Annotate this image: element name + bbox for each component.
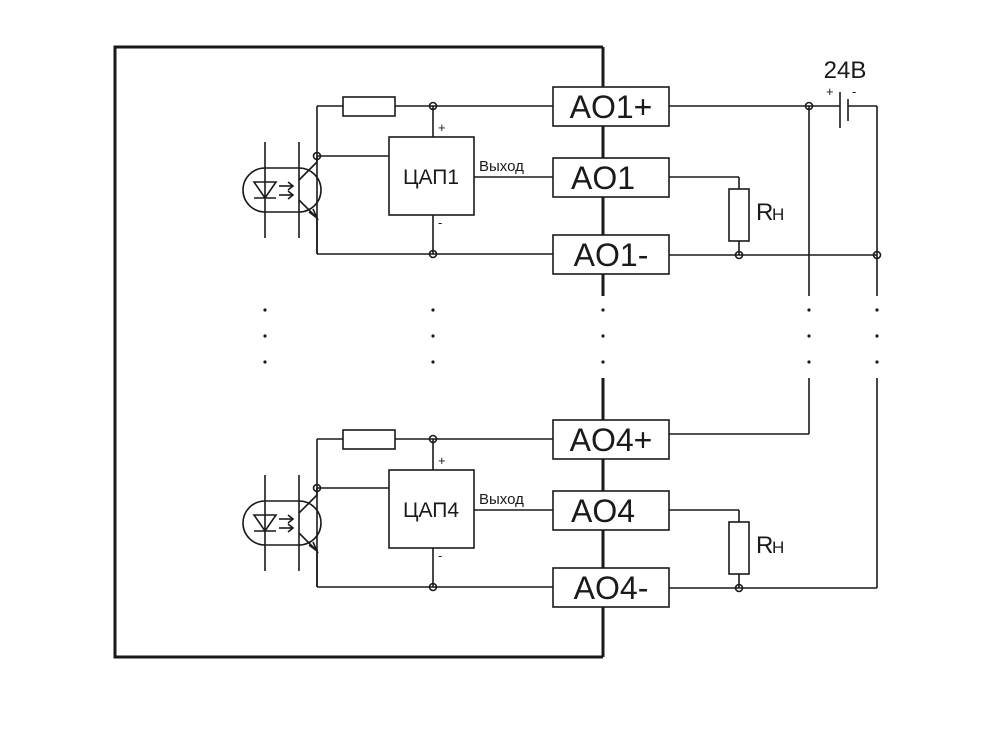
- channel-1: ЦАП1 + - Выход: [242, 86, 882, 275]
- terminal-ao-minus: [552, 567, 670, 608]
- terminal-ao-plus-label: AO1+: [570, 89, 653, 125]
- dac-label: ЦАП4: [403, 499, 459, 522]
- optocoupler: [242, 475, 322, 587]
- load-resistor: [728, 521, 750, 575]
- supply-voltage-label: 24В: [824, 57, 867, 84]
- channel-4: ЦАП4 + - Выход: [242, 419, 877, 608]
- dac-minus-label: -: [438, 215, 442, 230]
- dac-box: [388, 469, 475, 549]
- module-housing: [113, 45, 603, 659]
- supply-minus-label: -: [852, 84, 856, 99]
- dac-minus-label: -: [438, 548, 442, 563]
- load-resistor: [728, 188, 750, 242]
- terminal-ao-plus: [552, 86, 670, 127]
- supply-plus-label: +: [826, 84, 834, 99]
- terminal-ao-out-label: AO1: [571, 160, 635, 196]
- optocoupler: [242, 142, 322, 254]
- pullup-resistor: [342, 96, 396, 117]
- terminal-ao-minus-label: AO4-: [574, 570, 649, 606]
- load-label: R: [756, 532, 773, 559]
- load-sub-label: Н: [772, 205, 784, 224]
- dac-output-label: Выход: [479, 491, 524, 508]
- terminal-ao-minus-label: AO1-: [574, 237, 649, 273]
- dac-output-label: Выход: [479, 158, 524, 175]
- terminal-ao-out-label: AO4: [571, 493, 635, 529]
- dac-label: ЦАП1: [403, 166, 459, 189]
- terminal-ao-minus: [552, 234, 670, 275]
- continuation-dots: [263, 308, 879, 364]
- terminal-ao-plus-label: AO4+: [570, 422, 653, 458]
- pullup-resistor: [342, 429, 396, 450]
- load-sub-label: Н: [772, 538, 784, 557]
- terminal-ao-out: [552, 157, 670, 198]
- terminal-ao-plus: [552, 419, 670, 460]
- supply-battery: 24В + -: [824, 57, 877, 128]
- dac-plus-label: +: [438, 453, 446, 468]
- load-label: R: [756, 199, 773, 226]
- dac-plus-label: +: [438, 120, 446, 135]
- dac-box: [388, 136, 475, 216]
